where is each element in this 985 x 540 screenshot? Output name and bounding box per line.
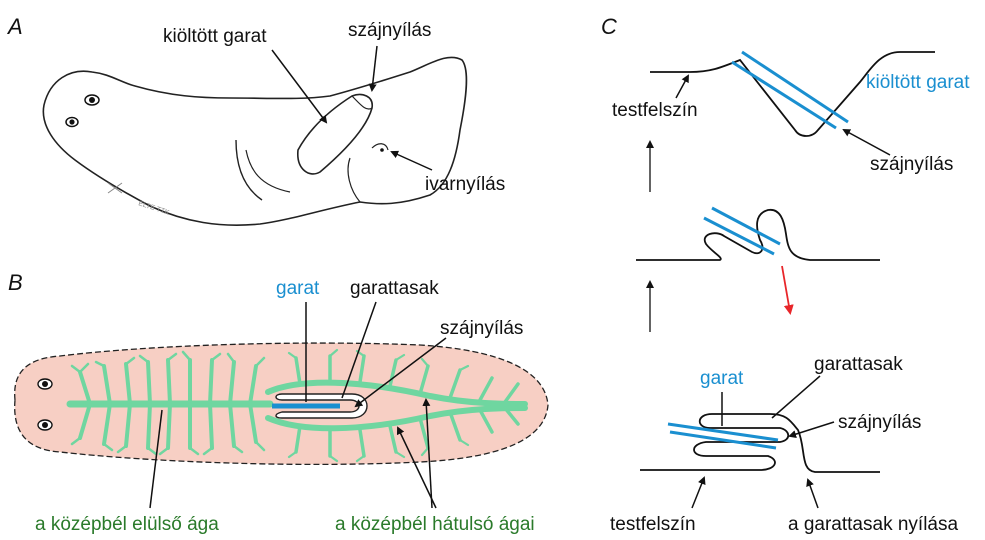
panel-c: C kiöltött garat testfelszín szájnyílás … (601, 14, 970, 535)
label-mouth-b: szájnyílás (440, 318, 523, 339)
label-pharyngeal-pouch-b: garattasak (350, 278, 439, 299)
flatworm-body-a (43, 57, 466, 225)
label-mouth-bottom-c: szájnyílás (838, 412, 921, 433)
label-pharynx-b: garat (276, 278, 320, 299)
panel-a-letter: A (6, 14, 23, 39)
panel-b-letter: B (8, 270, 23, 295)
body-surface-top (650, 52, 935, 136)
panel-b: B garat garattasak szájnyílás (8, 270, 548, 535)
panel-a: A ELTE TTK kiöltött garat szájnyílás iva… (6, 14, 505, 225)
label-pharynx-c: garat (700, 368, 744, 389)
body-surface-middle (636, 210, 880, 260)
label-posterior-branches: a középbél hátulsó ágai (335, 514, 535, 535)
label-mouth-a: szájnyílás (348, 20, 431, 41)
panel-c-letter: C (601, 14, 617, 39)
label-everted-pharynx-a: kiöltött garat (163, 26, 267, 47)
label-pouch-opening: a garattasak nyílása (788, 514, 958, 535)
label-mouth-top-c: szájnyílás (870, 154, 953, 175)
label-body-surface-top: testfelszín (612, 100, 698, 121)
label-everted-pharynx-c: kiöltött garat (866, 72, 970, 93)
label-pharyngeal-pouch-c: garattasak (814, 354, 903, 375)
label-anterior-branch: a középbél elülső ága (35, 514, 219, 535)
label-body-surface-bottom: testfelszín (610, 514, 696, 535)
label-genital-pore: ivarnyílás (425, 174, 505, 195)
